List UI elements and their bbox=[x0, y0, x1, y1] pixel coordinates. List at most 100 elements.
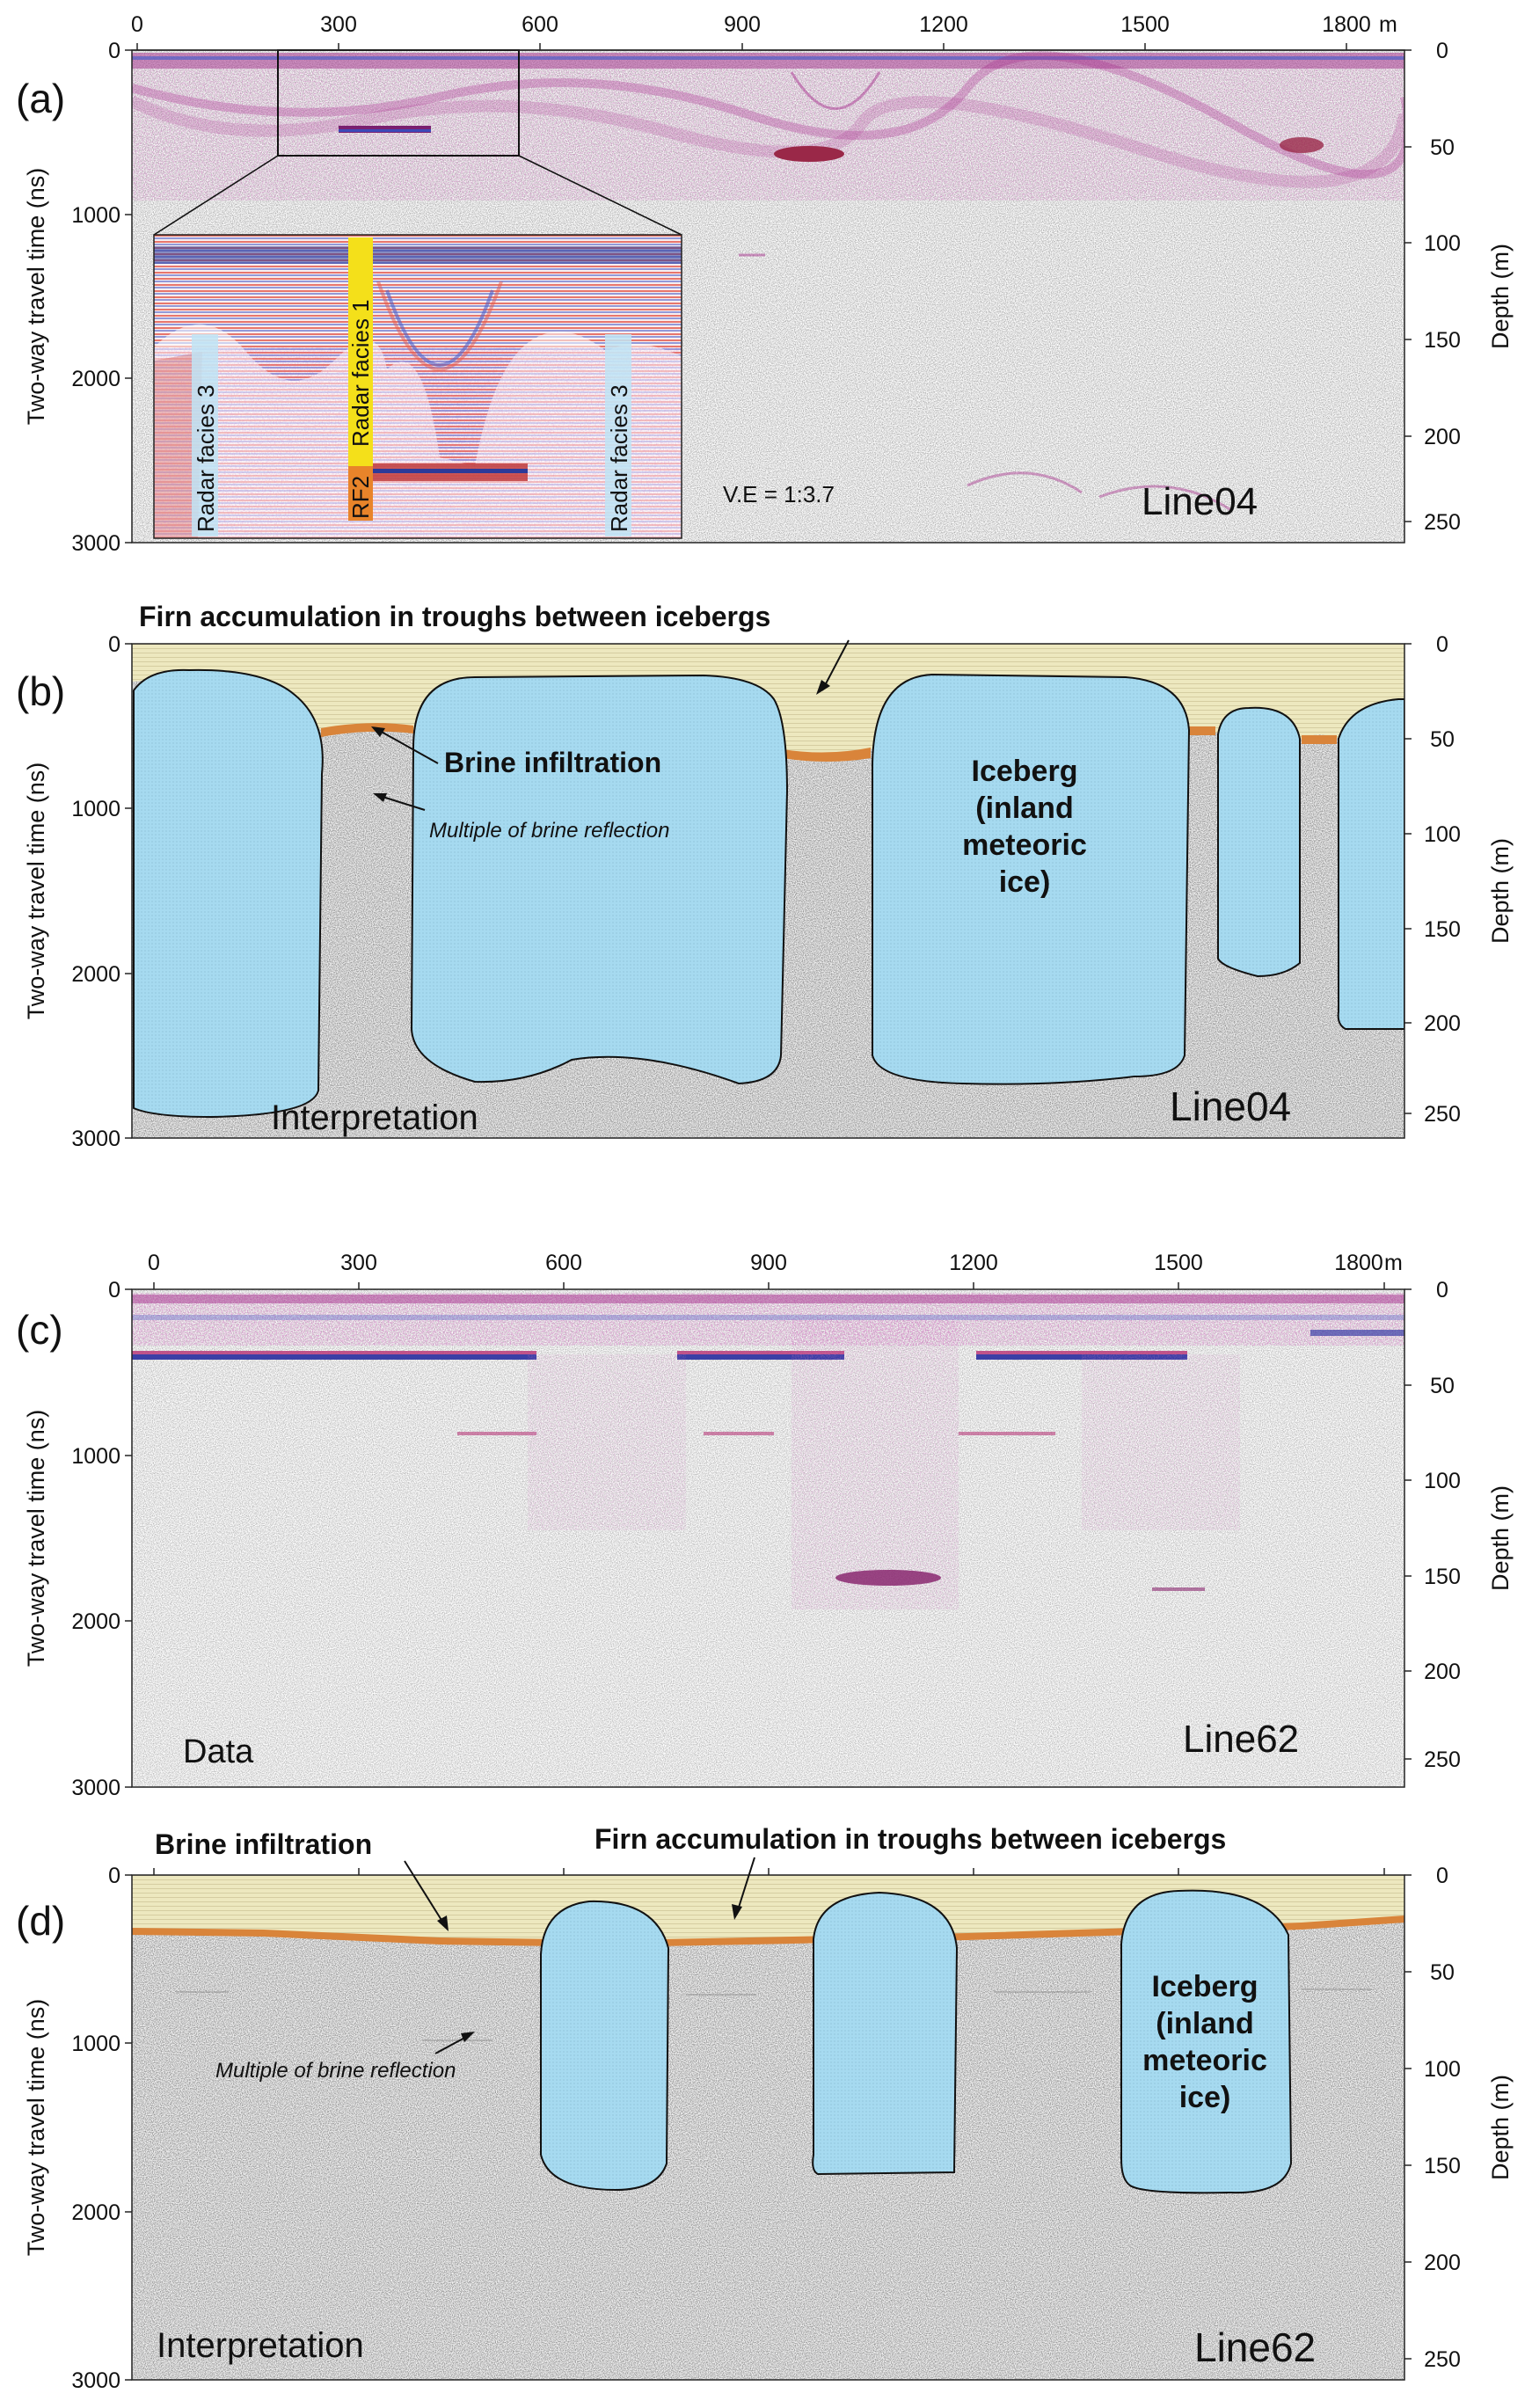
firn-d-label: Firn accumulation in troughs between ice… bbox=[595, 1823, 1226, 1855]
c-x-unit: m bbox=[1384, 1251, 1403, 1275]
a-x-unit: m bbox=[1379, 12, 1397, 37]
a-x-tick: 1500 bbox=[1120, 12, 1170, 37]
interpretation-b bbox=[132, 644, 1404, 1138]
panel-d-depth-axis: 0 50 100 150 200 250 Depth (m) bbox=[1404, 1864, 1514, 2372]
d-depth-tick: 250 bbox=[1424, 2347, 1461, 2372]
panel-b-depth-axis: 0 50 100 150 200 250 Depth (m) bbox=[1404, 632, 1514, 1127]
c-depth-tick: 150 bbox=[1424, 1565, 1461, 1589]
c-x-tick: 1500 bbox=[1154, 1251, 1203, 1275]
c-depth-tick: 250 bbox=[1424, 1748, 1461, 1772]
a-depth-label: Depth (m) bbox=[1487, 244, 1514, 349]
b-depth-tick: 0 bbox=[1436, 632, 1448, 657]
c-x-tick: 1800 bbox=[1334, 1251, 1383, 1275]
panel-d-corner: Interpretation bbox=[157, 2326, 364, 2365]
c-x-tick: 1200 bbox=[949, 1251, 998, 1275]
b-twt-label: Two-way travel time (ns) bbox=[23, 763, 49, 1020]
d-twt-tick: 1000 bbox=[71, 2032, 120, 2056]
a-x-tick: 1200 bbox=[919, 12, 968, 37]
panel-b-title: Firn accumulation in troughs between ice… bbox=[139, 601, 770, 632]
brine-b-label: Brine infiltration bbox=[444, 747, 661, 778]
interpretation-d bbox=[132, 1875, 1404, 2380]
d-depth-tick: 100 bbox=[1424, 2057, 1461, 2082]
d-twt-tick: 0 bbox=[108, 1864, 120, 1888]
a-depth-tick: 150 bbox=[1424, 328, 1461, 353]
d-twt-tick: 3000 bbox=[71, 2368, 120, 2393]
c-x-tick: 600 bbox=[545, 1251, 582, 1275]
c-twt-tick: 0 bbox=[108, 1278, 120, 1303]
b-twt-tick: 1000 bbox=[71, 797, 120, 821]
iceberg-d1 bbox=[540, 1900, 670, 2192]
panel-b-twt-axis: 0 1000 2000 3000 Two-way travel time (ns… bbox=[23, 632, 132, 1151]
radargram-a bbox=[132, 50, 1404, 543]
b-twt-tick: 3000 bbox=[71, 1127, 120, 1151]
d-depth-tick: 150 bbox=[1424, 2154, 1461, 2178]
panel-d-twt-axis: 0 1000 2000 3000 Two-way travel time (ns… bbox=[23, 1864, 132, 2393]
d-depth-tick: 50 bbox=[1430, 1960, 1455, 1985]
d-depth-label: Depth (m) bbox=[1487, 2075, 1514, 2180]
c-x-tick: 900 bbox=[750, 1251, 787, 1275]
facies2-bar bbox=[348, 466, 373, 521]
c-depth-tick: 50 bbox=[1430, 1374, 1455, 1398]
iceberg-b-line: ice) bbox=[999, 865, 1051, 899]
inset-zoom: Radar facies 1 RF2 Radar facies 3 Radar … bbox=[153, 234, 682, 539]
iceberg-b1 bbox=[133, 668, 324, 1119]
d-twt-tick: 2000 bbox=[71, 2200, 120, 2225]
panel-d-tag: (d) bbox=[16, 1898, 65, 1944]
panel-c-twt-axis: 0 1000 2000 3000 Two-way travel time (ns… bbox=[23, 1278, 132, 1800]
b-depth-tick: 250 bbox=[1424, 1102, 1461, 1127]
panel-a-depth-axis: 0 50 100 150 200 250 Depth (m) bbox=[1404, 39, 1514, 535]
panel-b: Firn accumulation in troughs between ice… bbox=[16, 601, 1514, 1151]
panel-c-depth-axis: 0 50 100 150 200 250 Depth (m) bbox=[1404, 1278, 1514, 1772]
d-depth-tick: 200 bbox=[1424, 2251, 1461, 2275]
iceberg-d-line: meteoric bbox=[1142, 2044, 1267, 2077]
ve-label: V.E = 1:3.7 bbox=[723, 481, 835, 507]
a-depth-tick: 0 bbox=[1436, 39, 1448, 63]
panel-a-tag: (a) bbox=[16, 76, 65, 121]
panel-a: Radar facies 1 RF2 Radar facies 3 Radar … bbox=[16, 12, 1514, 556]
a-twt-tick: 3000 bbox=[71, 531, 120, 556]
panel-b-corner: Interpretation bbox=[271, 1098, 478, 1137]
c-depth-tick: 100 bbox=[1424, 1469, 1461, 1493]
iceberg-b4 bbox=[1217, 706, 1301, 978]
c-twt-tick: 3000 bbox=[71, 1776, 120, 1800]
iceberg-d3 bbox=[1120, 1889, 1293, 2194]
a-twt-tick: 1000 bbox=[71, 203, 120, 228]
panel-c-line: Line62 bbox=[1183, 1718, 1299, 1761]
c-depth-tick: 0 bbox=[1436, 1278, 1448, 1303]
panel-c-x-axis: 0 300 600 900 1200 1500 1800 m bbox=[148, 1251, 1403, 1289]
c-x-tick: 0 bbox=[148, 1251, 160, 1275]
b-twt-tick: 0 bbox=[108, 632, 120, 657]
a-twt-label: Two-way travel time (ns) bbox=[23, 168, 49, 426]
panel-c-tag: (c) bbox=[16, 1307, 63, 1353]
iceberg-b3 bbox=[871, 673, 1191, 1085]
radargram-c bbox=[132, 1289, 1404, 1787]
iceberg-b5 bbox=[1337, 698, 1404, 1030]
iceberg-b-label: Iceberg (inland meteoric ice) bbox=[962, 755, 1087, 899]
c-twt-label: Two-way travel time (ns) bbox=[23, 1410, 49, 1667]
panel-d-x-ticks bbox=[153, 1868, 1385, 1875]
a-depth-tick: 250 bbox=[1424, 510, 1461, 535]
iceberg-d-label: Iceberg (inland meteoric ice) bbox=[1142, 1970, 1267, 2114]
c-depth-tick: 200 bbox=[1424, 1660, 1461, 1684]
b-depth-tick: 200 bbox=[1424, 1011, 1461, 1036]
a-twt-tick: 2000 bbox=[71, 367, 120, 391]
panel-c-corner: Data bbox=[183, 1733, 254, 1770]
a-x-tick: 0 bbox=[131, 12, 143, 37]
panel-b-line: Line04 bbox=[1170, 1084, 1291, 1129]
multiple-b-label: Multiple of brine reflection bbox=[429, 819, 669, 843]
iceberg-b2 bbox=[410, 674, 789, 1085]
panel-b-tag: (b) bbox=[16, 668, 65, 714]
brine-d-label: Brine infiltration bbox=[155, 1828, 372, 1860]
a-depth-tick: 100 bbox=[1424, 231, 1461, 256]
b-twt-tick: 2000 bbox=[71, 962, 120, 987]
multiple-d-label: Multiple of brine reflection bbox=[215, 2059, 456, 2083]
iceberg-d-line: (inland bbox=[1156, 2007, 1253, 2040]
iceberg-b-line: meteoric bbox=[962, 828, 1087, 862]
a-depth-tick: 200 bbox=[1424, 425, 1461, 449]
a-twt-tick: 0 bbox=[108, 39, 120, 63]
a-depth-tick: 50 bbox=[1430, 135, 1455, 160]
iceberg-d-line: ice) bbox=[1179, 2081, 1231, 2114]
b-depth-tick: 150 bbox=[1424, 917, 1461, 942]
facies1-label: Radar facies 1 bbox=[347, 299, 374, 447]
